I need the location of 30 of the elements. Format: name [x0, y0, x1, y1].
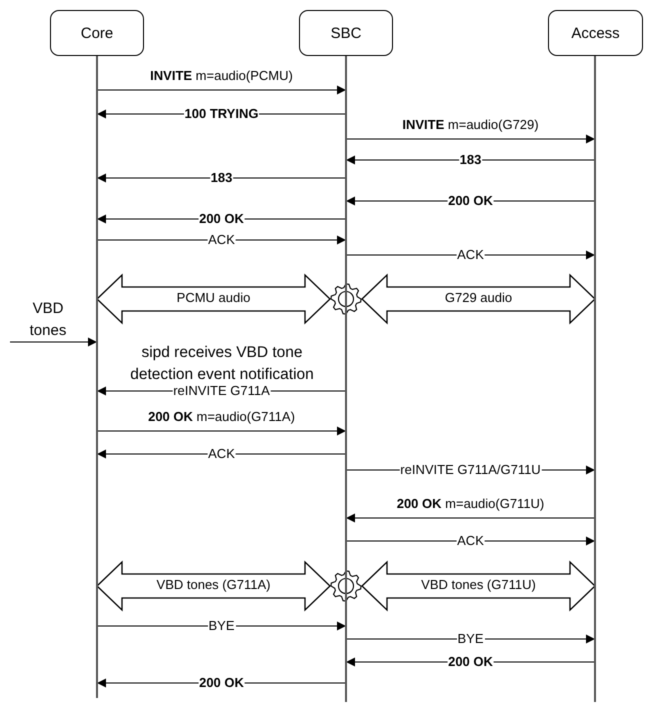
message-arrow	[97, 622, 346, 630]
edge-label: G729 audio	[444, 290, 512, 306]
message-arrow	[346, 156, 595, 164]
media-stream-arrow	[96, 560, 331, 612]
message-arrow	[97, 86, 346, 94]
message-label: INVITE m=audio(G729)	[402, 117, 539, 133]
message-arrow	[346, 250, 595, 260]
participant-box: SBC	[299, 10, 393, 56]
message-arrow	[10, 338, 97, 346]
participant-box: Access	[548, 10, 643, 56]
edge-label: VBD tones (G711A)	[156, 577, 270, 593]
message-arrow	[97, 450, 346, 458]
message-arrow	[346, 134, 595, 144]
media-stream-arrow	[96, 273, 331, 325]
media-stream-arrow	[361, 560, 596, 612]
note-text: sipd receives VBD tone detection event notification	[129, 343, 315, 386]
message-arrow	[346, 634, 595, 644]
message-arrow	[97, 174, 346, 182]
message-arrow	[97, 426, 346, 436]
message-label: 200 OK m=audio(G711A)	[148, 409, 295, 425]
edge-label: VBD tones (G711U)	[421, 577, 536, 593]
message-arrow	[346, 514, 595, 522]
participant-box: Core	[50, 10, 144, 56]
media-stream-arrow	[361, 273, 596, 325]
source-label: VBD tones	[28, 298, 68, 340]
message-arrow	[346, 536, 595, 546]
message-label: 200 OK m=audio(G711U)	[396, 496, 544, 512]
message-arrow	[97, 236, 346, 244]
edge-label: PCMU audio	[176, 290, 250, 306]
message-label: INVITE m=audio(PCMU)	[150, 68, 293, 84]
